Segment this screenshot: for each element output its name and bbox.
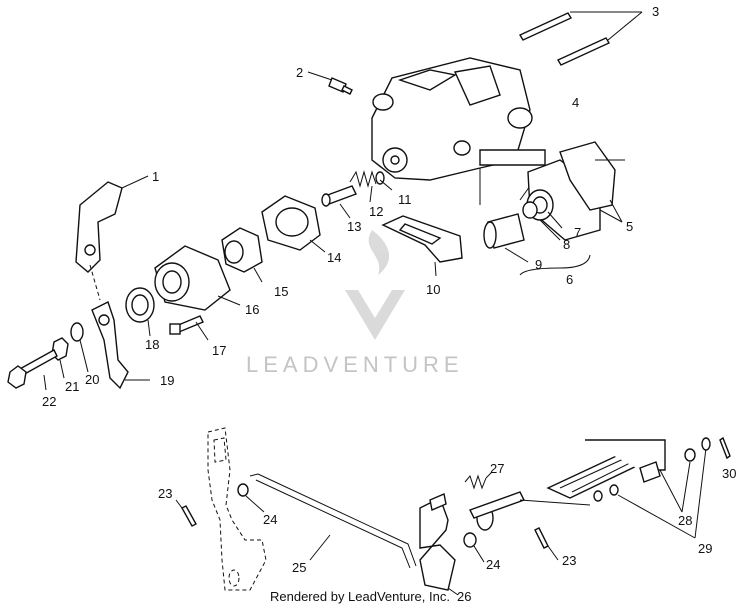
callout-13: 13 bbox=[347, 219, 361, 234]
callout-1: 1 bbox=[152, 169, 159, 184]
callout-4: 4 bbox=[572, 95, 579, 110]
watermark-text: LEADVENTURE bbox=[246, 352, 464, 377]
bushing-lower bbox=[593, 484, 619, 502]
callout-18: 18 bbox=[145, 337, 159, 352]
callout-12: 12 bbox=[369, 204, 383, 219]
push-rod bbox=[321, 185, 357, 207]
callout-5: 5 bbox=[626, 219, 633, 234]
washer bbox=[70, 322, 84, 342]
brake-rod bbox=[249, 473, 417, 569]
pedal-outline-left bbox=[207, 427, 267, 591]
cap-screw bbox=[169, 315, 204, 335]
callout-9: 9 bbox=[535, 257, 542, 272]
callout-26: 26 bbox=[457, 589, 471, 604]
adapter bbox=[221, 227, 263, 273]
bushing-upper bbox=[639, 448, 696, 483]
lever-plate bbox=[381, 215, 463, 263]
actuator-arm bbox=[91, 301, 129, 390]
callout-30: 30 bbox=[722, 466, 736, 481]
callout-17: 17 bbox=[212, 343, 226, 358]
callout-19: 19 bbox=[160, 373, 174, 388]
callout-8: 8 bbox=[563, 237, 570, 252]
callout-7: 7 bbox=[574, 225, 581, 240]
cotter-pin-right bbox=[534, 527, 549, 549]
callout-24-right: 24 bbox=[486, 557, 500, 572]
washer-end bbox=[701, 437, 711, 451]
callout-6: 6 bbox=[566, 272, 573, 287]
brake-pedal bbox=[419, 491, 525, 591]
cotter-pin-left bbox=[181, 505, 197, 527]
washer-left bbox=[237, 483, 249, 497]
gasket bbox=[261, 195, 321, 251]
callout-25: 25 bbox=[292, 560, 306, 575]
pedal-spring bbox=[464, 474, 487, 490]
hex-bolt bbox=[7, 349, 58, 389]
pins bbox=[518, 12, 611, 66]
callout-3: 3 bbox=[652, 4, 659, 19]
footrest bbox=[546, 439, 666, 499]
return-spring bbox=[349, 170, 385, 188]
mounting-bracket bbox=[75, 181, 123, 273]
callout-20: 20 bbox=[85, 372, 99, 387]
render-caption: Rendered by LeadVenture, Inc. bbox=[270, 589, 450, 604]
callout-29-upper: 29 bbox=[698, 541, 712, 556]
callout-23-left: 23 bbox=[158, 486, 172, 501]
caliper-piston bbox=[483, 213, 525, 249]
watermark-logo bbox=[345, 230, 405, 340]
bleeder-valve bbox=[328, 77, 353, 95]
callout-28-upper: 28 bbox=[678, 513, 692, 528]
callout-16: 16 bbox=[245, 302, 259, 317]
callout-10: 10 bbox=[426, 282, 440, 297]
callout-21: 21 bbox=[65, 379, 79, 394]
callout-27: 27 bbox=[490, 461, 504, 476]
callout-15: 15 bbox=[274, 284, 288, 299]
piston-seals bbox=[522, 189, 554, 221]
callout-23-right: 23 bbox=[562, 553, 576, 568]
end-pin bbox=[719, 436, 731, 460]
callout-24-left: 24 bbox=[263, 512, 277, 527]
cylinder-housing bbox=[154, 245, 231, 311]
callout-11: 11 bbox=[398, 192, 412, 207]
callout-14: 14 bbox=[327, 250, 341, 265]
washer-right bbox=[463, 532, 477, 548]
washer-ring bbox=[125, 287, 155, 323]
brake-pads bbox=[527, 141, 625, 241]
callout-22: 22 bbox=[42, 394, 56, 409]
master-cylinder-body bbox=[371, 57, 546, 205]
callout-2: 2 bbox=[296, 65, 303, 80]
